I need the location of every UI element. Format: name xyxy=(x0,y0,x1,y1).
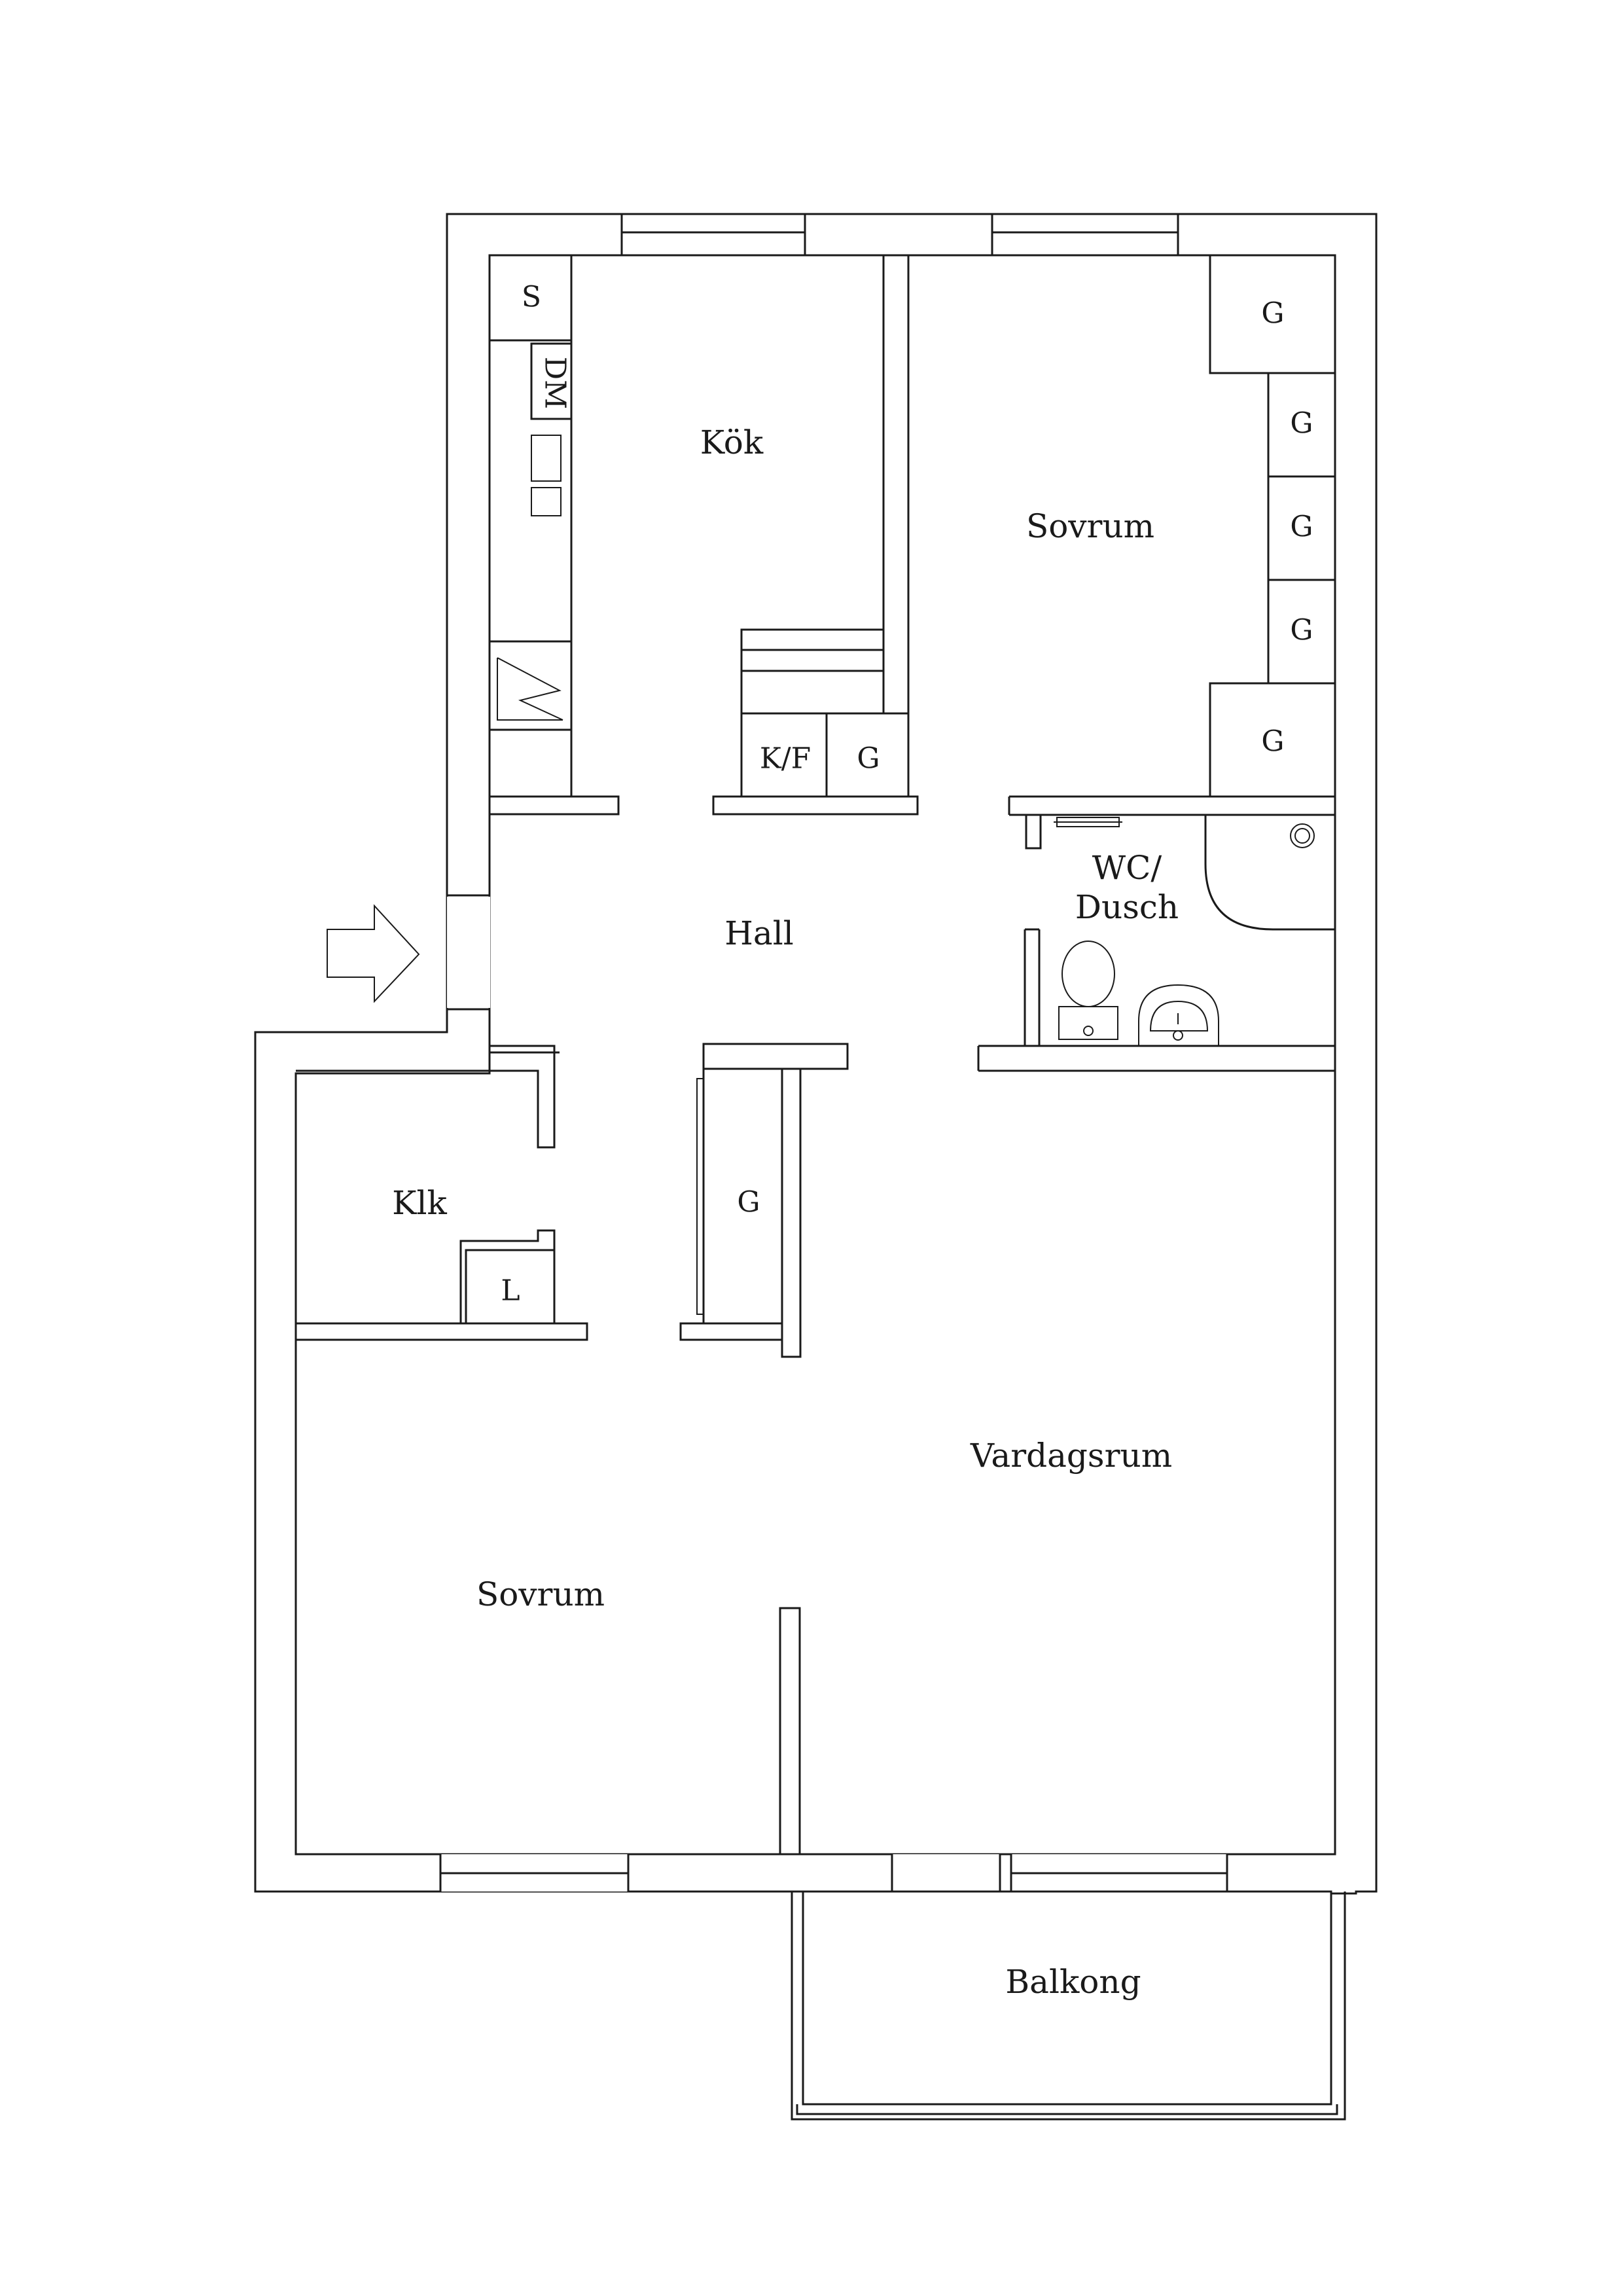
wall-kitchen-bedroom xyxy=(882,254,910,798)
window-bedroom-bottom xyxy=(439,1854,630,1892)
label-hall: Hall xyxy=(724,914,793,952)
entrance-jamb-upper xyxy=(447,817,491,897)
toilet-icon xyxy=(1058,941,1118,1040)
wall-hall-living xyxy=(781,1067,802,1358)
towel-rail-icon xyxy=(1054,817,1122,827)
kitchen-island-cabinets xyxy=(740,628,910,798)
wardrobe-1 xyxy=(1209,254,1336,374)
label-linen: L xyxy=(501,1274,520,1308)
label-living-room: Vardagsrum xyxy=(970,1437,1172,1475)
entrance-gap xyxy=(447,897,490,1008)
wall-kitchen-hall-right xyxy=(712,795,919,816)
linen-cabinet xyxy=(465,1249,556,1325)
wall-closet-bedroom xyxy=(294,1322,588,1341)
label-wardrobe-3: G xyxy=(1290,511,1313,544)
label-bathroom-line1: WC/ xyxy=(1092,849,1162,887)
entrance-jamb-lower xyxy=(447,1008,560,1054)
label-bedroom-top: Sovrum xyxy=(1026,507,1154,545)
sink-icon xyxy=(1138,984,1219,1047)
window-living-room xyxy=(1010,1854,1228,1892)
wardrobe-4 xyxy=(1267,579,1336,685)
label-wardrobe-4: G xyxy=(1290,614,1313,647)
bath-door-jamb xyxy=(1025,815,1042,850)
label-fridge-freezer: K/F xyxy=(760,742,811,776)
label-wardrobe-1: G xyxy=(1261,297,1284,331)
fridge-icon xyxy=(497,657,563,721)
window-kitchen xyxy=(620,213,806,257)
wall-hall-wardrobe-bottom xyxy=(679,1322,802,1341)
wall-kitchen-hall-left xyxy=(488,795,620,816)
hall-wardrobe xyxy=(702,1067,783,1325)
label-bathroom-line2: Dusch xyxy=(1075,888,1179,926)
label-hall-wardrobe: G xyxy=(737,1186,760,1219)
label-dishwasher: DM xyxy=(539,357,572,409)
label-wardrobe-5: G xyxy=(1261,725,1284,759)
window-bedroom-top xyxy=(991,213,1179,257)
wall-hall-wardrobe-top xyxy=(702,1043,849,1070)
balcony xyxy=(791,1890,1346,2121)
wardrobe-3 xyxy=(1267,475,1336,581)
wall-bedroom-living xyxy=(779,1607,801,1856)
label-kitchen-wardrobe: G xyxy=(857,742,880,776)
wall-closet-top xyxy=(296,1045,556,1149)
hall-wardrobe-door xyxy=(696,1078,704,1315)
label-bedroom-bottom: Sovrum xyxy=(476,1575,605,1613)
label-closet: Klk xyxy=(392,1184,447,1222)
wardrobe-5 xyxy=(1209,682,1336,798)
balcony-door-gap xyxy=(892,1854,1000,1892)
kitchen-counter xyxy=(488,254,573,798)
label-wardrobe-2: G xyxy=(1290,407,1313,440)
label-kitchen: Kök xyxy=(700,423,764,461)
label-stove: S xyxy=(522,281,541,314)
entrance-arrow-icon xyxy=(327,904,420,1003)
label-balcony: Balkong xyxy=(1005,1963,1141,2001)
wall-closet-right xyxy=(459,1229,556,1323)
shower-drain-icon xyxy=(1290,823,1315,848)
shower-icon xyxy=(1204,815,1335,931)
